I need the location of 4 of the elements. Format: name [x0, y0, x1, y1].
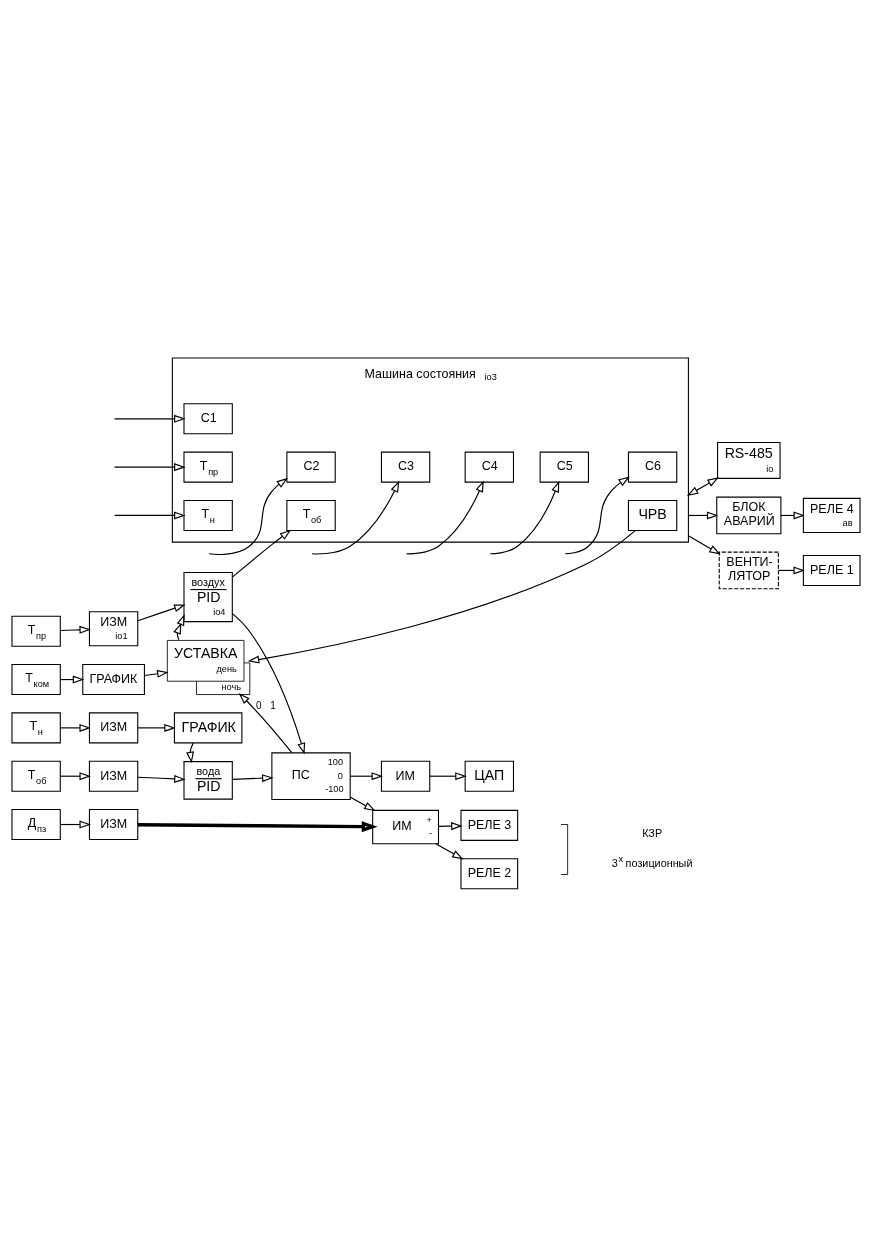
- label: 3$^{х}$ позиционный: [611, 853, 693, 869]
- node-label: 0: [256, 699, 262, 711]
- node-label: 1: [270, 699, 276, 711]
- label: КЗР: [642, 826, 663, 839]
